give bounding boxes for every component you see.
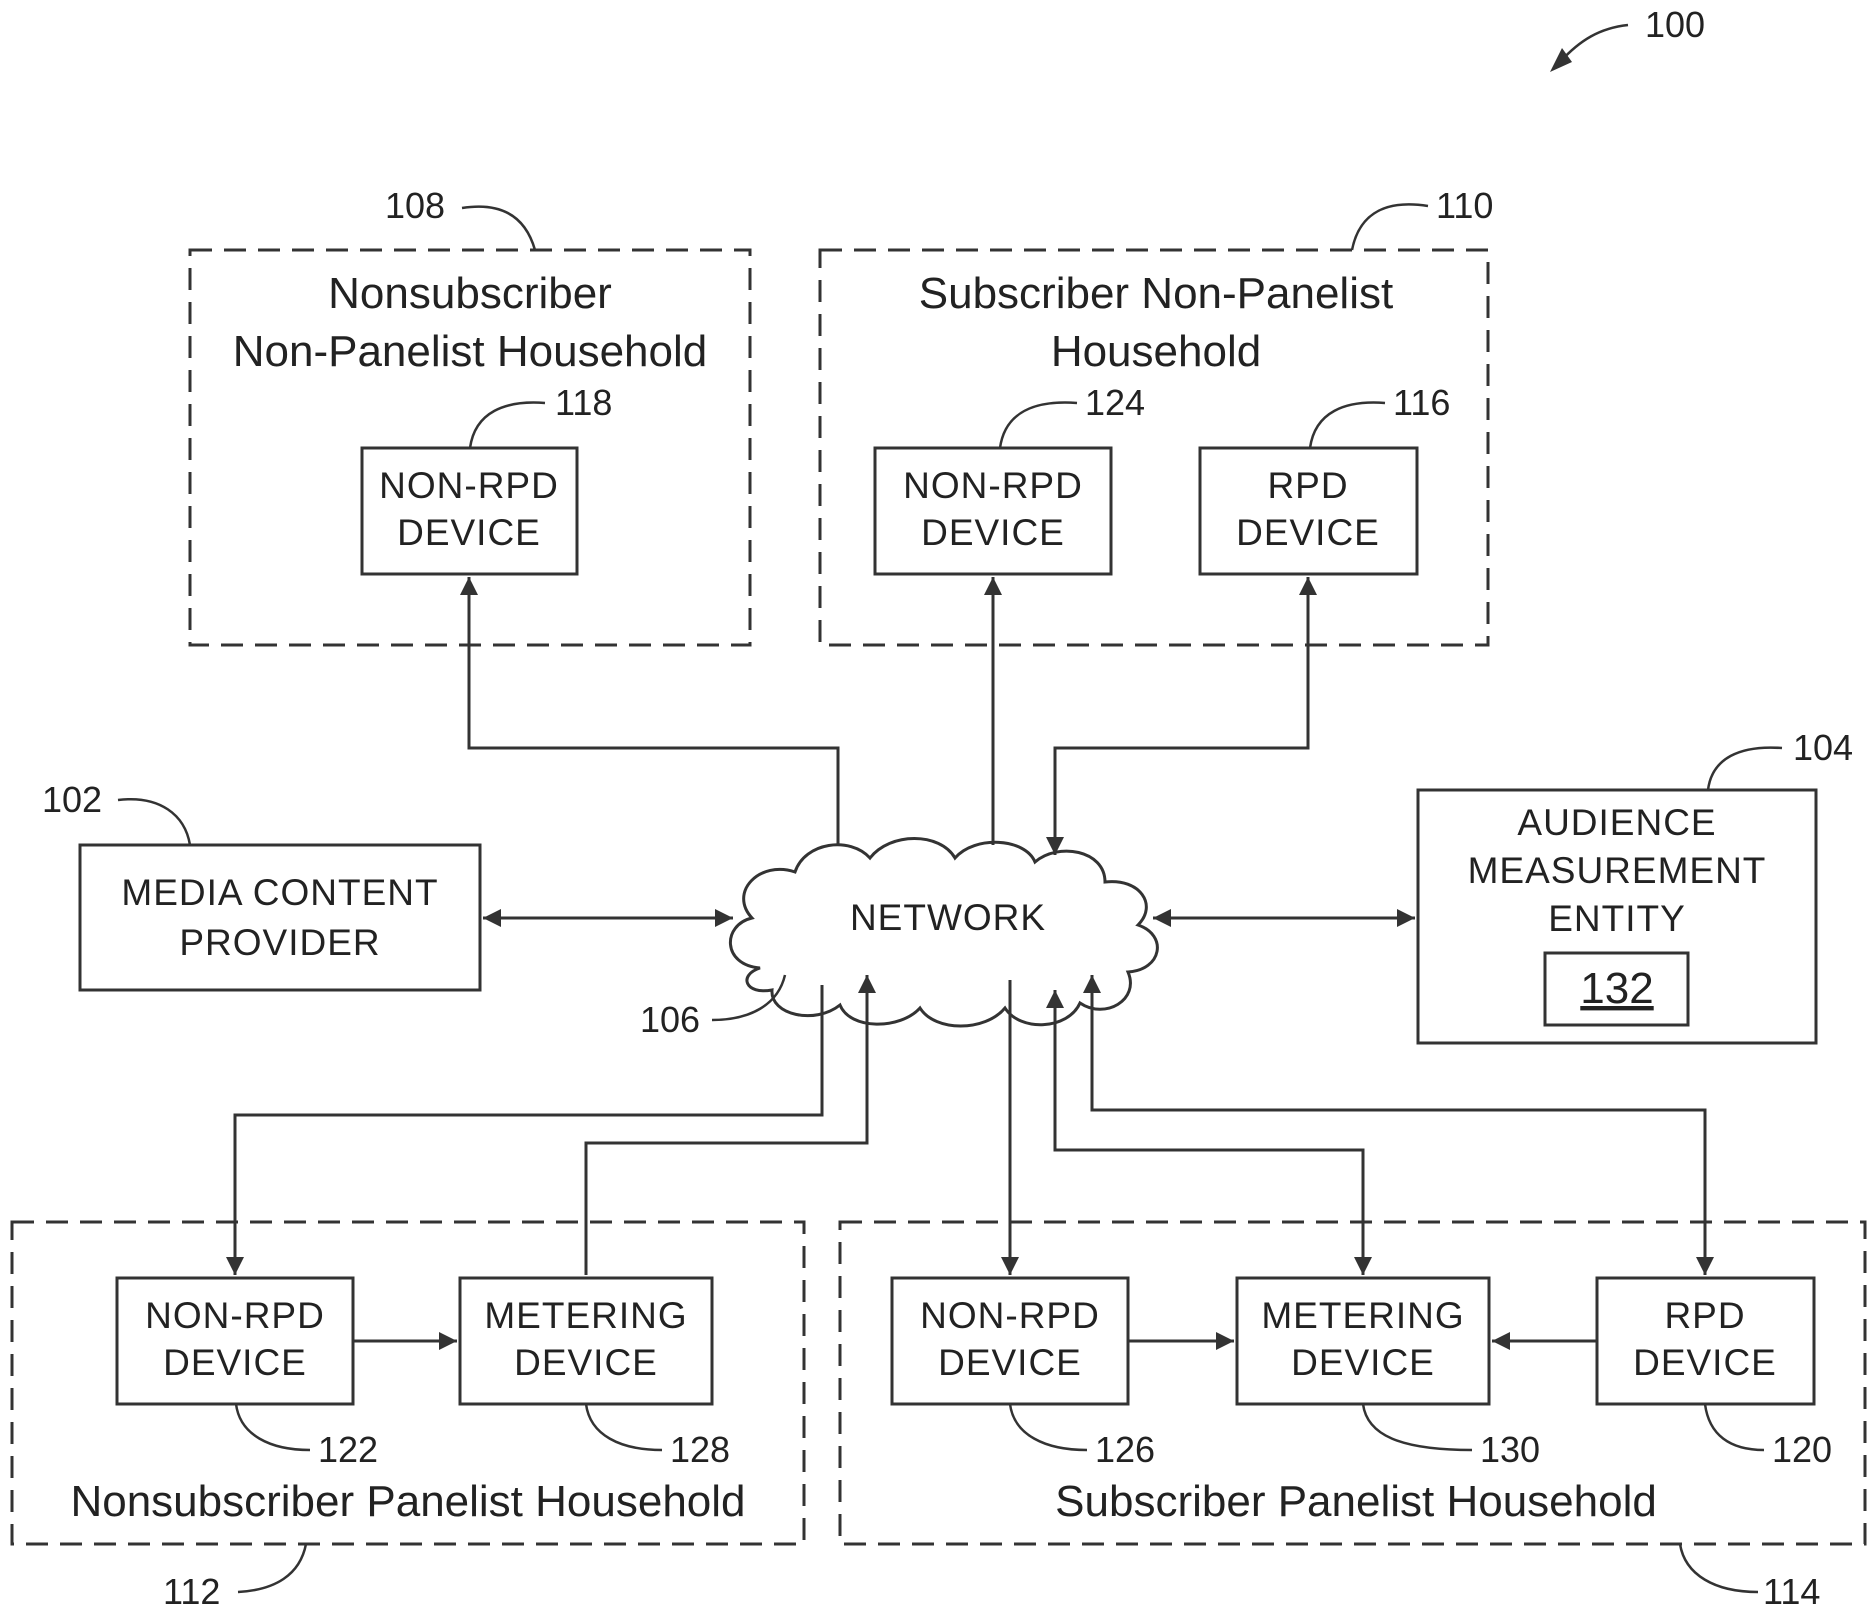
device-label-line2: DEVICE: [1291, 1342, 1435, 1383]
household-ref: 110: [1436, 185, 1493, 226]
ame-line1: AUDIENCE: [1517, 802, 1716, 843]
device-label-line2: DEVICE: [938, 1342, 1082, 1383]
device-116: RPD DEVICE 116: [1200, 382, 1450, 574]
device-label-line2: DEVICE: [163, 1342, 307, 1383]
device-126: NON-RPD DEVICE 126: [892, 1278, 1155, 1470]
household-ref-leader: [1680, 1544, 1758, 1592]
ame-ref-leader: [1708, 748, 1782, 790]
household-ref-leader: [462, 207, 535, 250]
household-ref-leader: [1352, 204, 1428, 250]
network-cloud: NETWORK 106: [640, 839, 1157, 1041]
device-label-line2: DEVICE: [1236, 512, 1380, 553]
device-label-line1: NON-RPD: [145, 1295, 325, 1336]
media-content-provider: MEDIA CONTENT PROVIDER 102: [42, 779, 480, 990]
device-label-line2: DEVICE: [1633, 1342, 1777, 1383]
network-ref: 106: [640, 999, 700, 1040]
device-label-line1: NON-RPD: [920, 1295, 1100, 1336]
device-130: METERING DEVICE 130: [1237, 1278, 1540, 1470]
device-ref: 128: [670, 1429, 730, 1470]
figure-reference: 100: [1550, 4, 1705, 72]
figure-ref-arrow: [1560, 25, 1628, 62]
ame-line3: ENTITY: [1548, 898, 1686, 939]
household-title-line1: Subscriber Non-Panelist: [919, 269, 1393, 318]
device-ref-leader: [236, 1404, 310, 1450]
connector-network-to-122: [235, 985, 822, 1275]
media-content-provider-line2: PROVIDER: [179, 922, 380, 963]
device-ref-leader: [586, 1404, 662, 1450]
household-ref: 108: [385, 185, 445, 226]
device-ref-leader: [1363, 1404, 1472, 1450]
device-ref-leader: [1705, 1404, 1764, 1450]
device-label-line2: DEVICE: [397, 512, 541, 553]
household-title: Subscriber Panelist Household: [1055, 1477, 1657, 1526]
audience-measurement-entity: AUDIENCE MEASUREMENT ENTITY 132 104: [1418, 727, 1853, 1043]
device-ref-leader: [1000, 403, 1077, 448]
household-ref: 112: [163, 1571, 220, 1611]
household-ref: 114: [1763, 1571, 1820, 1611]
household-title: Nonsubscriber Panelist Household: [70, 1477, 745, 1526]
device-ref: 124: [1085, 382, 1145, 423]
connector-network-130: [1055, 990, 1363, 1275]
device-ref-leader: [1010, 1404, 1087, 1450]
device-ref-leader: [1310, 403, 1385, 448]
ame-inner-ref: 132: [1580, 964, 1653, 1013]
device-label-line1: RPD: [1267, 465, 1348, 506]
household-title-line2: Non-Panelist Household: [233, 327, 708, 376]
device-label-line2: DEVICE: [921, 512, 1065, 553]
device-label-line1: NON-RPD: [379, 465, 559, 506]
device-label-line1: METERING: [1261, 1295, 1464, 1336]
device-120: RPD DEVICE 120: [1597, 1278, 1832, 1470]
network-label: NETWORK: [850, 897, 1046, 938]
ame-line2: MEASUREMENT: [1468, 850, 1767, 891]
media-content-provider-box: [80, 845, 480, 990]
device-ref: 120: [1772, 1429, 1832, 1470]
media-content-provider-line1: MEDIA CONTENT: [121, 872, 438, 913]
connector-network-to-118: [469, 577, 838, 845]
figure-ref-label: 100: [1645, 4, 1705, 45]
device-label-line2: DEVICE: [514, 1342, 658, 1383]
connector-network-116: [1055, 577, 1308, 855]
device-ref: 126: [1095, 1429, 1155, 1470]
device-ref: 116: [1393, 382, 1450, 423]
device-118: NON-RPD DEVICE 118: [362, 382, 612, 574]
device-122: NON-RPD DEVICE 122: [117, 1278, 378, 1470]
household-title-line2: Household: [1051, 327, 1261, 376]
device-ref-leader: [470, 403, 545, 448]
household-nonsubscriber-nonpanelist: Nonsubscriber Non-Panelist Household 108: [190, 185, 750, 645]
device-124: NON-RPD DEVICE 124: [875, 382, 1145, 574]
device-128: METERING DEVICE 128: [460, 1278, 730, 1470]
device-ref: 130: [1480, 1429, 1540, 1470]
household-title-line1: Nonsubscriber: [328, 269, 612, 318]
device-ref: 118: [555, 382, 612, 423]
media-content-provider-ref: 102: [42, 779, 102, 820]
ame-ref: 104: [1793, 727, 1853, 768]
device-label-line1: METERING: [484, 1295, 687, 1336]
device-label-line1: NON-RPD: [903, 465, 1083, 506]
household-ref-leader: [238, 1544, 306, 1592]
media-content-provider-ref-leader: [118, 799, 190, 845]
device-ref: 122: [318, 1429, 378, 1470]
device-label-line1: RPD: [1664, 1295, 1745, 1336]
